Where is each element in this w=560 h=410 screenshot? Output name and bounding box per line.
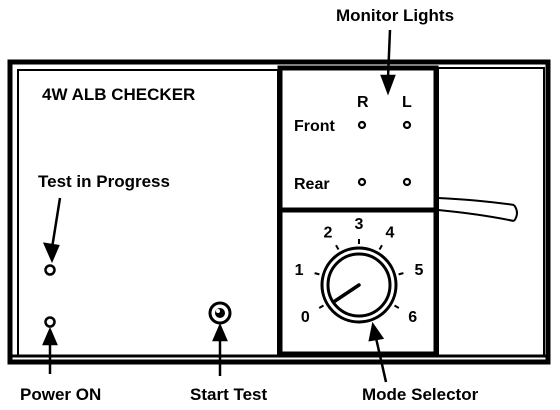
mode-position-label: 0 <box>301 309 310 326</box>
test-in-progress-label: Test in Progress <box>38 172 170 191</box>
power-on-label: Power ON <box>20 385 101 404</box>
test-in-progress-light <box>44 264 56 276</box>
cable <box>437 197 518 222</box>
mode-position-tick <box>318 304 325 309</box>
rear-right-light <box>357 177 367 187</box>
monitor-lights-label: Monitor Lights <box>336 6 454 25</box>
monitor-row-front: Front <box>294 118 336 135</box>
mode-position-label: 5 <box>414 262 423 279</box>
front-right-light <box>357 120 367 130</box>
mode-position-tick <box>393 304 400 309</box>
mode-position-tick <box>314 272 320 276</box>
mode-position-label: 2 <box>324 224 333 241</box>
mode-selector-label: Mode Selector <box>362 385 479 404</box>
monitor-lights-arrow <box>380 29 396 96</box>
mode-position-label: 3 <box>355 216 364 233</box>
mode-position-tick <box>335 244 340 251</box>
monitor-row-rear: Rear <box>294 176 330 193</box>
front-left-light <box>402 120 412 130</box>
mode-position-label: 6 <box>408 309 417 326</box>
start-test-button[interactable] <box>208 301 232 325</box>
start-test-arrow <box>212 322 228 376</box>
mode-position-tick <box>378 244 383 251</box>
mode-dial-ticks <box>314 239 404 309</box>
mode-selector-knob[interactable] <box>320 246 398 324</box>
mode-selector-arrow <box>368 321 388 383</box>
device-title: 4W ALB CHECKER <box>42 85 195 104</box>
power-on-arrow <box>42 326 58 374</box>
test-in-progress-arrow <box>42 197 62 264</box>
mode-position-tick <box>398 272 404 276</box>
mode-position-label: 4 <box>386 224 395 241</box>
mode-dial-labels: 0 1 2 3 4 5 6 <box>295 216 424 326</box>
monitor-col-r: R <box>357 94 369 111</box>
power-on-light <box>44 316 56 328</box>
mode-position-label: 1 <box>295 262 304 279</box>
side-compartment <box>437 67 545 357</box>
rear-left-light <box>402 177 412 187</box>
monitor-lights-panel <box>277 65 439 213</box>
monitor-col-l: L <box>402 94 412 111</box>
start-test-label: Start Test <box>190 385 267 404</box>
